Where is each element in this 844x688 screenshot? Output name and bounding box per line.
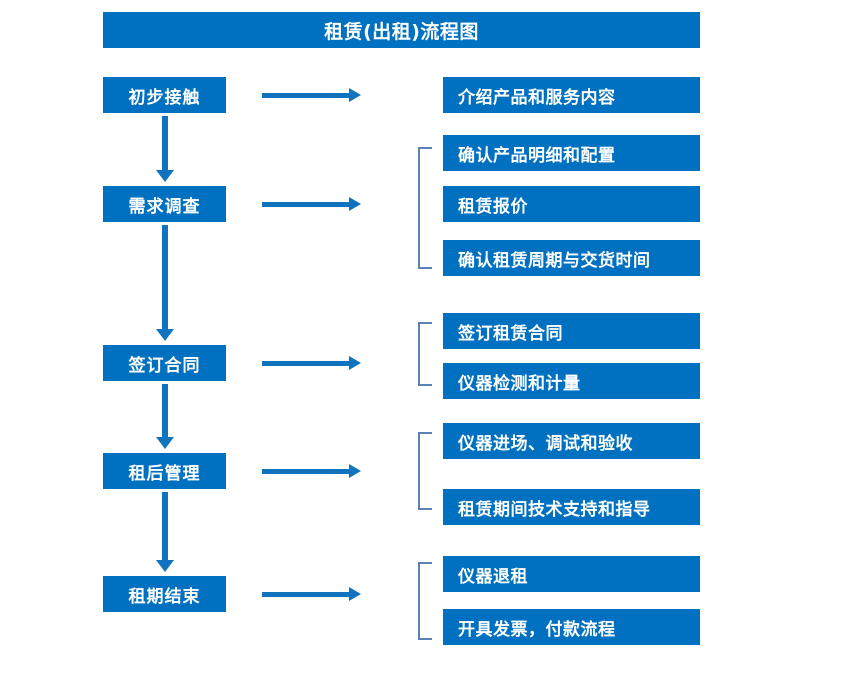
arrow-down-icon-stage2-stage3 <box>156 225 174 341</box>
arrow-right-icon-stage1 <box>262 88 361 102</box>
stage-box-qianding-hetong[interactable]: 签订合同 <box>103 345 226 381</box>
group-bracket-icon-stage3 <box>418 322 432 386</box>
group-bracket-icon-stage4 <box>418 432 432 510</box>
stage-box-chubu-jiechu[interactable]: 初步接触 <box>103 77 226 113</box>
arrow-shaft <box>162 225 168 329</box>
group-bracket-icon-stage5 <box>418 562 432 640</box>
arrow-right-icon-stage2 <box>262 197 361 211</box>
arrow-shaft <box>162 384 168 437</box>
arrow-right-icon-stage4 <box>262 464 361 478</box>
group-bracket-icon-stage2 <box>418 147 432 269</box>
task-box-kaiju-fapiao[interactable]: 开具发票，付款流程 <box>443 609 700 645</box>
arrow-shaft <box>162 116 168 170</box>
diagram-title: 租赁(出租)流程图 <box>103 12 700 48</box>
arrow-shaft <box>262 469 350 474</box>
arrow-shaft <box>162 492 168 560</box>
arrow-head <box>156 437 174 449</box>
arrow-head <box>156 329 174 341</box>
stage-box-zuhou-guanli[interactable]: 租后管理 <box>103 453 226 489</box>
arrow-head <box>156 170 174 182</box>
arrow-head <box>349 464 361 478</box>
arrow-right-icon-stage5 <box>262 587 361 601</box>
arrow-head <box>349 197 361 211</box>
arrow-head <box>156 560 174 572</box>
task-box-yiqi-jinchang-tiaoshi[interactable]: 仪器进场、调试和验收 <box>443 423 700 459</box>
task-box-zulin-qijian-jishu-zhichi[interactable]: 租赁期间技术支持和指导 <box>443 489 700 525</box>
arrow-head <box>349 587 361 601</box>
arrow-right-icon-stage3 <box>262 356 361 370</box>
stage-box-xuqiu-diaocha[interactable]: 需求调查 <box>103 186 226 222</box>
task-box-yiqi-jiance-jiliang[interactable]: 仪器检测和计量 <box>443 363 700 399</box>
arrow-down-icon-stage1-stage2 <box>156 116 174 182</box>
arrow-shaft <box>262 592 350 597</box>
task-box-yiqi-tuizu[interactable]: 仪器退租 <box>443 556 700 592</box>
task-box-queren-zulin-zhouqi[interactable]: 确认租赁周期与交货时间 <box>443 240 700 276</box>
task-box-qianding-zulin-hetong[interactable]: 签订租赁合同 <box>443 313 700 349</box>
arrow-shaft <box>262 202 350 207</box>
task-box-queren-chanpin-mingxi[interactable]: 确认产品明细和配置 <box>443 135 700 171</box>
arrow-head <box>349 356 361 370</box>
arrow-shaft <box>262 93 350 98</box>
task-box-zulin-baojia[interactable]: 租赁报价 <box>443 186 700 222</box>
arrow-down-icon-stage3-stage4 <box>156 384 174 449</box>
arrow-down-icon-stage4-stage5 <box>156 492 174 572</box>
task-box-jieshao-chanpin[interactable]: 介绍产品和服务内容 <box>443 77 700 113</box>
arrow-head <box>349 88 361 102</box>
arrow-shaft <box>262 361 350 366</box>
stage-box-zuqi-jieshu[interactable]: 租期结束 <box>103 576 226 612</box>
